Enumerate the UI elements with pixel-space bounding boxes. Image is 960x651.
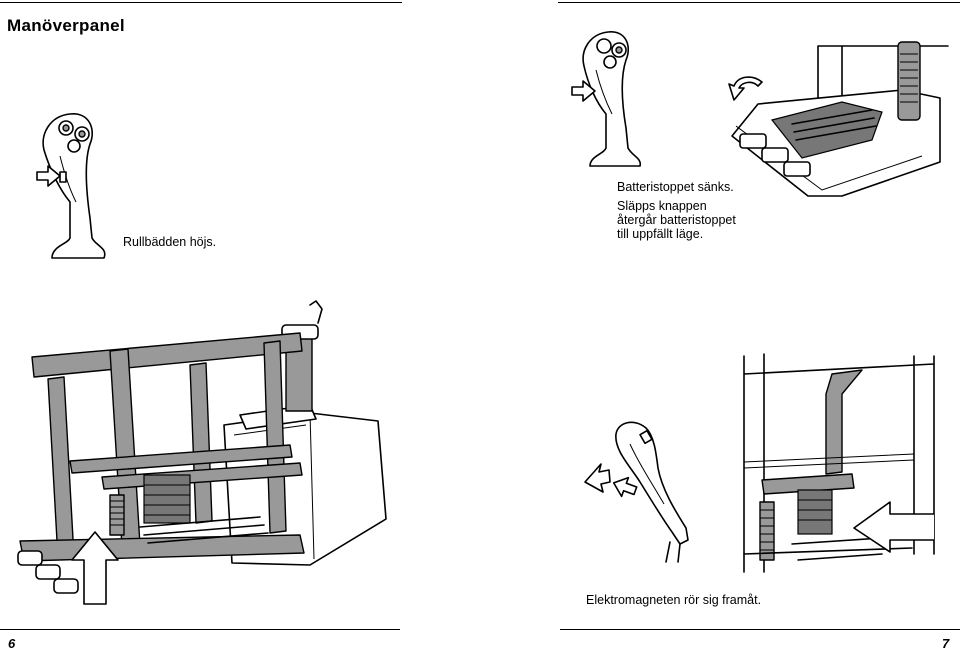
rotate-arrow-icon	[728, 76, 763, 101]
up-arrow-icon	[71, 531, 119, 605]
push-arrow-icon	[36, 165, 61, 187]
left-arrow-icon	[584, 463, 611, 493]
truck-figure	[17, 300, 387, 594]
battery-stop-drawing	[731, 41, 949, 197]
page-title: Manöverpanel	[7, 16, 125, 35]
caption-fig2-line3: återgår batteristoppet	[617, 213, 736, 227]
caption-fig2: Batteristoppet sänks. Släpps knappen åte…	[617, 180, 736, 241]
caption-fig1: Rullbädden höjs.	[123, 235, 217, 249]
caption-fig2-line2: Släpps knappen	[617, 199, 707, 213]
joystick-figure-4	[615, 421, 689, 563]
joystick-figure-1	[42, 113, 106, 259]
header-rule-left	[0, 2, 402, 3]
page-number-left: 6	[8, 636, 16, 651]
footer-rule-right	[560, 629, 960, 630]
joystick-figure-2	[582, 31, 642, 167]
caption-fig4: Elektromagneten rör sig framåt.	[586, 593, 762, 607]
electromagnet-drawing	[743, 353, 935, 573]
page-number-right: 7	[942, 636, 950, 651]
push-arrow-icon	[612, 476, 638, 498]
push-arrow-icon	[571, 80, 596, 102]
header-rule-right	[558, 2, 960, 3]
caption-fig2-line1: Batteristoppet sänks.	[617, 180, 734, 194]
caption-fig2-line4: till uppfällt läge.	[617, 227, 704, 241]
footer-rule-left	[0, 629, 400, 630]
